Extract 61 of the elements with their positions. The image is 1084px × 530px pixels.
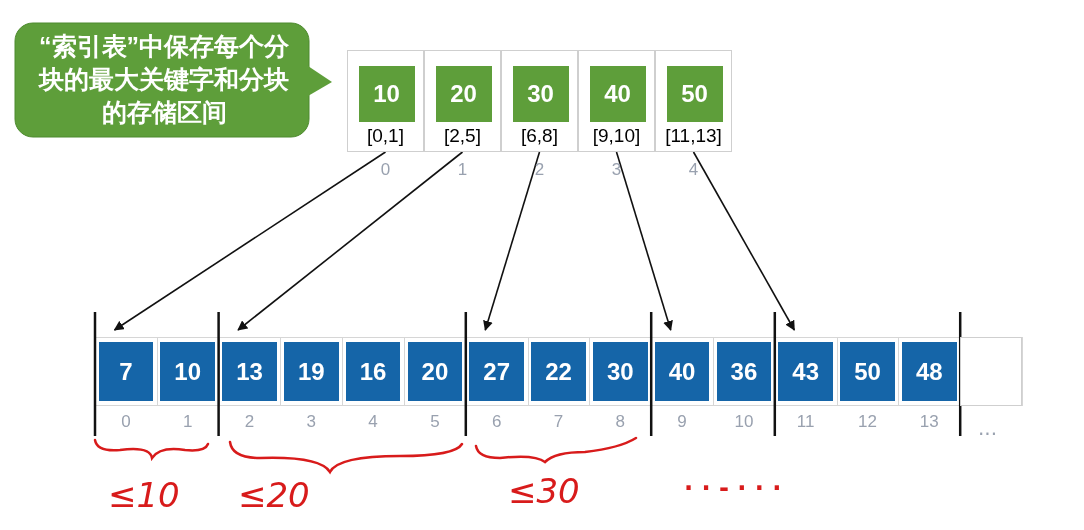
array-element-box: 19: [283, 342, 339, 401]
index-number: 4: [687, 159, 700, 181]
handwritten-note: ≤10: [108, 474, 180, 517]
array-element-box: 43: [778, 342, 834, 401]
index-number: 2: [533, 159, 546, 181]
array-element-box: 20: [407, 342, 463, 401]
max-key-box: 10: [358, 66, 415, 122]
index-number: 0: [379, 159, 392, 181]
callout-text: “索引表”中保存每个分块的最大关键字和分块的存储区间: [39, 32, 289, 126]
index-number: 10: [733, 411, 755, 433]
index-number: 8: [614, 411, 626, 433]
array-element-box: 10: [160, 342, 216, 401]
index-table-cell: [347, 50, 424, 152]
block-range: [11,13]: [664, 124, 723, 148]
array-element-box: 40: [654, 342, 710, 401]
index-number: 7: [552, 411, 565, 433]
index-number: 6: [490, 411, 503, 433]
block-range: [0,1]: [366, 124, 405, 148]
arrow: [237, 151, 464, 331]
arrow: [113, 151, 387, 331]
array-element-box: 50: [840, 342, 895, 401]
callout-bubble: [14, 22, 334, 138]
index-number: 13: [918, 411, 940, 433]
index-number: 3: [610, 159, 623, 181]
index-table-cell: [578, 50, 655, 152]
arrow: [483, 151, 541, 331]
max-key-box: 50: [666, 66, 723, 122]
index-number: 5: [429, 411, 441, 433]
array-element-box: 22: [531, 342, 586, 401]
index-number: 1: [181, 411, 194, 433]
index-number: 4: [367, 411, 379, 433]
index-number: 0: [120, 411, 132, 433]
block-range: [6,8]: [520, 124, 559, 148]
arrow: [692, 151, 796, 331]
block-range: [9,10]: [591, 124, 642, 148]
max-key-box: 20: [435, 66, 492, 122]
max-key-box: 40: [589, 66, 646, 122]
array-element-box: 27: [469, 342, 525, 401]
index-number: 3: [305, 411, 317, 433]
block-range: [2,5]: [443, 124, 482, 148]
handwritten-note: · · - · · ·: [684, 473, 782, 504]
array-element-box: 7: [98, 342, 154, 401]
index-number: 2: [243, 411, 256, 433]
index-number: 1: [456, 159, 469, 181]
array-element-box: 16: [345, 342, 401, 401]
index-table-cell: [655, 50, 732, 152]
max-key-box: 30: [512, 66, 569, 122]
array-element-box: 48: [901, 342, 957, 401]
index-number: 9: [676, 411, 688, 433]
arrow: [615, 151, 673, 331]
index-number: 12: [857, 411, 878, 433]
array-element-box: 13: [222, 342, 277, 401]
index-number: 11: [795, 411, 816, 433]
handwritten-note: ≤20: [238, 474, 310, 517]
array-element-box: 30: [592, 342, 648, 401]
empty-array-slot: [960, 337, 1022, 406]
array-element-box: 36: [716, 342, 772, 401]
handwritten-note: ≤30: [508, 470, 580, 513]
index-table-cell: [424, 50, 501, 152]
ellipsis-label: ...: [978, 415, 998, 442]
index-table-cell: [501, 50, 578, 152]
